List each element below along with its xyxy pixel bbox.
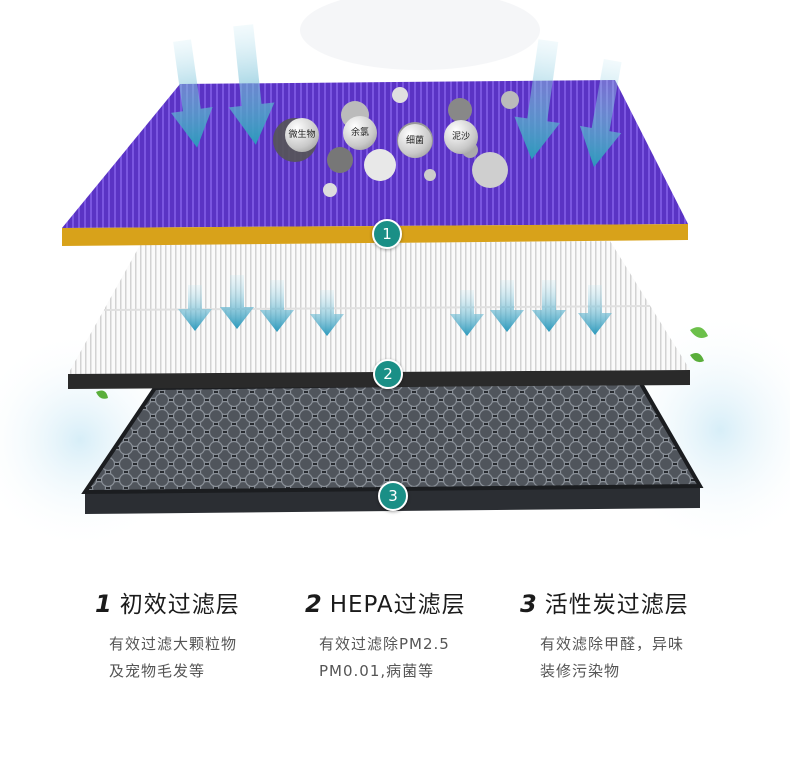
layer-marker-1: 1 xyxy=(372,219,402,249)
particle-label-microbe: 微生物 xyxy=(285,118,319,152)
legend-description: 有效过滤大颗粒物 及宠物毛发等 xyxy=(109,635,238,680)
legend-description: 有效过滤除PM2.5 PM0.01,病菌等 xyxy=(319,635,450,680)
mist-top xyxy=(300,0,540,70)
filter-layers-illustration xyxy=(0,0,790,550)
particle-label-chlorine: 余氯 xyxy=(343,116,377,150)
particle-label-bacteria: 细菌 xyxy=(398,124,432,158)
legend-number: 2 xyxy=(305,590,322,618)
legend-carbon-filter: 3 活性炭过滤层 有效滤除甲醛，异味 装修污染物 xyxy=(520,585,689,685)
legend-title: 初效过滤层 xyxy=(119,592,240,618)
layer-marker-3: 3 xyxy=(378,481,408,511)
legend-primary-filter: 1 初效过滤层 有效过滤大颗粒物 及宠物毛发等 xyxy=(95,585,240,685)
airflow-arrows-hepa xyxy=(178,275,612,336)
leaf-icon xyxy=(690,353,704,363)
leaf-icon xyxy=(96,390,108,399)
particle-label-sediment: 泥沙 xyxy=(444,120,478,154)
airflow-arrows-top xyxy=(170,24,622,167)
layer-marker-2: 2 xyxy=(373,359,403,389)
legend-title: 活性炭过滤层 xyxy=(544,592,689,618)
legend-number: 1 xyxy=(95,590,112,618)
legend-title: HEPA过滤层 xyxy=(329,592,466,618)
leaf-icon xyxy=(690,327,708,338)
legend-description: 有效滤除甲醛，异味 装修污染物 xyxy=(540,635,685,680)
legend-number: 3 xyxy=(520,590,537,618)
legend-hepa-filter: 2 HEPA过滤层 有效过滤除PM2.5 PM0.01,病菌等 xyxy=(305,585,466,685)
